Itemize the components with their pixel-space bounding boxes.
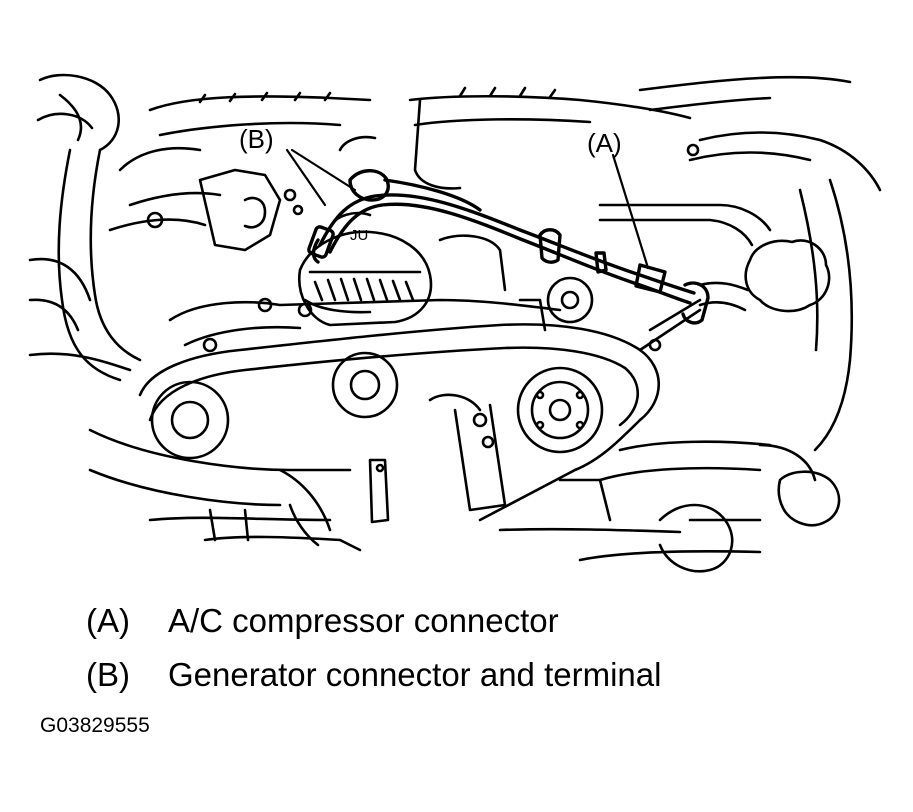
- tensioner-pulley: [546, 276, 594, 324]
- legend: (A) A/C compressor connector (B) Generat…: [86, 594, 661, 702]
- right-hose-assembly: [598, 75, 882, 452]
- oil-filler-cap: [698, 239, 831, 313]
- callout-b-leaders: [285, 148, 357, 207]
- drive-belt: [138, 323, 661, 522]
- legend-text: A/C compressor connector: [168, 602, 559, 639]
- radiator-hose: [598, 440, 841, 573]
- crank-pulley: [516, 366, 604, 454]
- lower-frame: [148, 458, 762, 562]
- idler-pulley: [331, 351, 399, 419]
- legend-row-a: (A) A/C compressor connector: [86, 594, 661, 648]
- throttle-body: [338, 86, 692, 190]
- callout-b-label: (B): [239, 124, 274, 154]
- power-steering-pulley: [150, 380, 230, 460]
- accessory-bracket: [168, 297, 562, 353]
- lower-coolant-hose: [88, 428, 352, 547]
- figure-code: G03829555: [40, 714, 150, 737]
- engine-bay-illustration: JU (B) (A): [28, 73, 882, 573]
- left-intake-hose: [28, 73, 142, 382]
- callout-a-leader: [611, 153, 650, 270]
- generator: [297, 211, 507, 327]
- legend-row-b: (B) Generator connector and terminal: [86, 648, 661, 702]
- intake-manifold: [108, 91, 372, 252]
- wiring-harness: [307, 169, 710, 325]
- legend-key: (A): [86, 602, 130, 639]
- generator-engraving: JU: [350, 227, 368, 244]
- legend-key: (B): [86, 656, 130, 693]
- belt-tensioner: [428, 298, 702, 512]
- legend-text: Generator connector and terminal: [168, 656, 662, 693]
- callout-a-label: (A): [587, 128, 622, 158]
